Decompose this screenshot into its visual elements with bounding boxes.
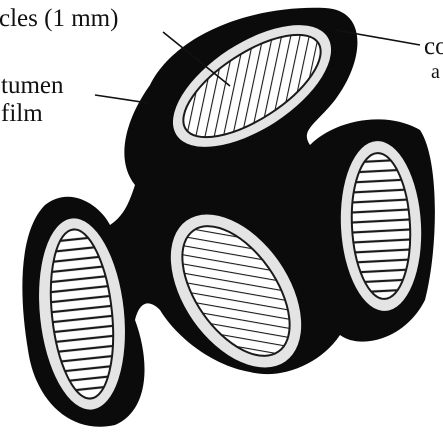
particles-label: cles (1 mm) [0, 6, 118, 31]
coating-label-line2: a [431, 62, 440, 82]
bitumen-leader-line [95, 95, 148, 103]
coating-label-line1: co [424, 34, 443, 59]
bitumen-label-line1: tumen [1, 73, 64, 98]
bitumen-label-line2: film [1, 101, 43, 126]
